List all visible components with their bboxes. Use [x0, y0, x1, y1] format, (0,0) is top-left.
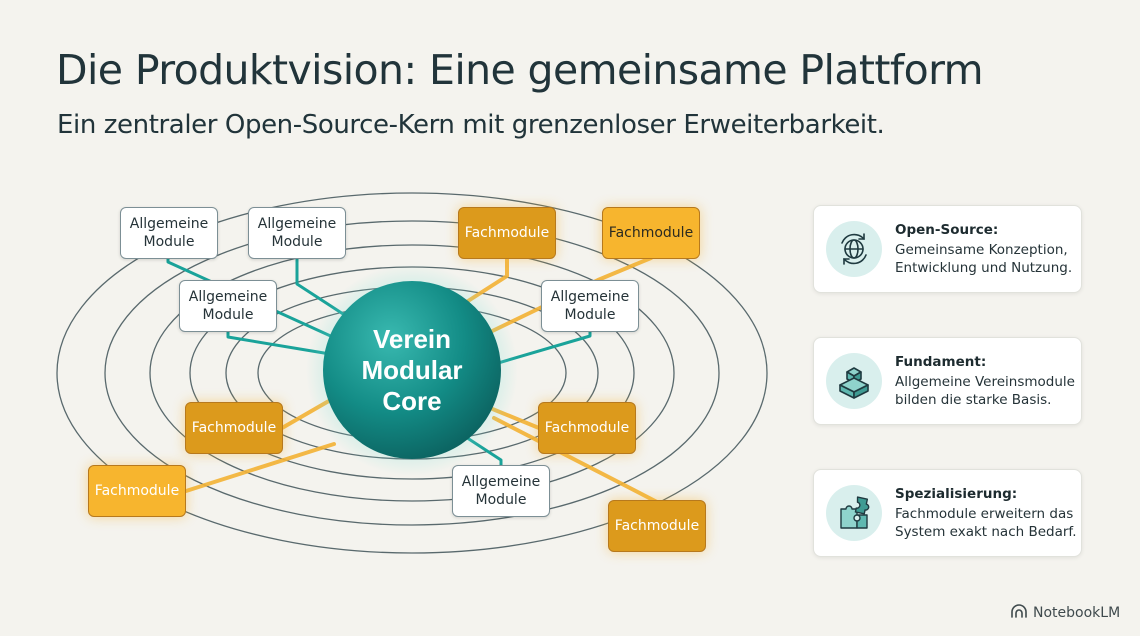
- connectors-general: [166, 256, 592, 467]
- connector: [166, 256, 337, 340]
- special-module: Fachmodule: [185, 402, 283, 454]
- page-subtitle: Ein zentraler Open-Source-Kern mit grenz…: [57, 110, 885, 140]
- general-module: Allgemeine Module: [179, 280, 277, 332]
- special-module-label: Fachmodule: [608, 225, 694, 241]
- special-module: Fachmodule: [602, 207, 700, 259]
- feature-text: Allgemeine Vereinsmodule bilden die star…: [895, 374, 1075, 408]
- general-module: Allgemeine Module: [541, 280, 639, 332]
- general-module-label: Module: [475, 492, 527, 508]
- feature-text: Fachmodule erweitern das System exakt na…: [895, 506, 1077, 540]
- special-module-label: Fachmodule: [464, 225, 550, 241]
- special-module-label: Fachmodule: [544, 420, 630, 436]
- special-module: Fachmodule: [458, 207, 556, 259]
- stacked-blocks-icon: [826, 353, 882, 409]
- special-module: Fachmodule: [538, 402, 636, 454]
- special-module: Fachmodule: [608, 500, 706, 552]
- general-module-label: Module: [564, 307, 616, 323]
- special-module-label: Fachmodule: [614, 518, 700, 534]
- globe-sync-icon: [826, 221, 882, 277]
- puzzle-icon: [826, 485, 882, 541]
- feature-heading: Open-Source:: [895, 222, 999, 238]
- connector: [226, 330, 332, 356]
- orbit-ring: [56, 192, 768, 554]
- general-module: Allgemeine Module: [248, 207, 346, 259]
- general-module-label: Allgemeine: [188, 289, 268, 305]
- feature-card-open-source: Open-Source: Gemeinsame Konzeption, Entw…: [813, 205, 1082, 293]
- core-label-line: Verein: [372, 324, 452, 354]
- general-module-label: Allgemeine: [257, 216, 337, 232]
- orbit-ring: [149, 244, 675, 502]
- brand-watermark: NotebookLM: [1010, 604, 1120, 622]
- general-module-label: Module: [202, 307, 254, 323]
- core-label-line: Modular: [361, 355, 463, 385]
- special-module-label: Fachmodule: [191, 420, 277, 436]
- feature-text: Gemeinsame Konzeption, Entwicklung und N…: [895, 242, 1073, 276]
- connector: [184, 442, 336, 493]
- feature-heading: Fundament:: [895, 354, 987, 370]
- core-label: Verein Modular Core: [322, 324, 502, 417]
- general-module: Allgemeine Module: [452, 465, 550, 517]
- core-label-line: Core: [382, 386, 442, 416]
- brand-name: NotebookLM: [1033, 605, 1121, 621]
- general-module-label: Allgemeine: [550, 289, 630, 305]
- general-module-label: Module: [143, 234, 195, 250]
- connector: [486, 330, 592, 368]
- core-node: [306, 264, 518, 476]
- general-module: Allgemeine Module: [120, 207, 218, 259]
- special-module-label: Fachmodule: [94, 483, 180, 499]
- general-module-label: Module: [271, 234, 323, 250]
- feature-heading: Spezialisierung:: [895, 486, 1018, 502]
- general-module-label: Allgemeine: [461, 474, 541, 490]
- general-module-label: Allgemeine: [129, 216, 209, 232]
- orbit-ring: [104, 220, 720, 526]
- notebooklm-logo-icon: [1010, 604, 1028, 622]
- feature-card-foundation: Fundament: Allgemeine Vereinsmodule bild…: [813, 337, 1082, 425]
- special-module: Fachmodule: [88, 465, 186, 517]
- page-title: Die Produktvision: Eine gemeinsame Platt…: [56, 46, 984, 94]
- core-circle: [323, 281, 501, 459]
- feature-card-specialization: Spezialisierung: Fachmodule erweitern da…: [813, 469, 1082, 557]
- connector: [492, 416, 659, 504]
